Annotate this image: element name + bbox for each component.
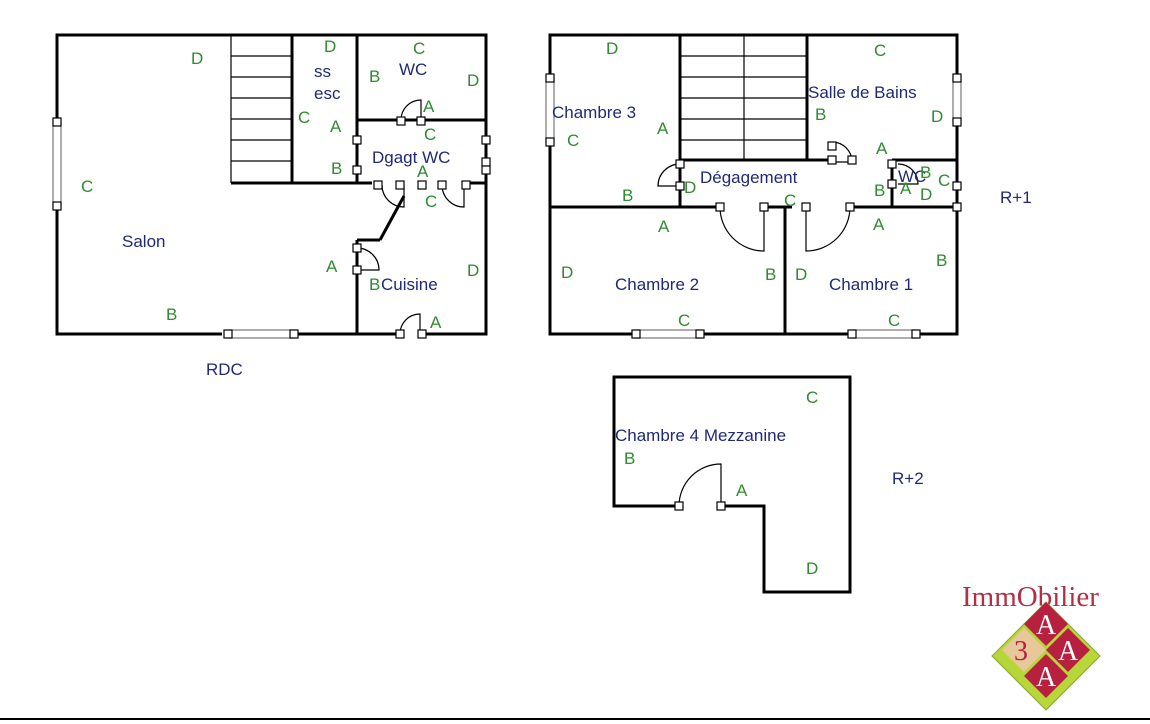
wall-letter: C	[874, 41, 886, 60]
wall-letter: D	[191, 49, 203, 68]
wall-letter: A	[873, 215, 885, 234]
wall-letter: D	[561, 263, 573, 282]
wall-letter: A	[900, 179, 912, 198]
wall-letter: A	[658, 217, 670, 236]
wall-letter: A	[657, 119, 669, 138]
door-degagt-right	[481, 135, 491, 175]
wall-letter: D	[920, 185, 932, 204]
wall-letter: C	[424, 125, 436, 144]
room-label-esc: esc	[314, 84, 341, 103]
door-chambre2	[715, 202, 769, 252]
door-salle-de-bains	[827, 141, 857, 165]
room-label-cuisine: Cuisine	[381, 275, 438, 294]
wall-letter: B	[815, 105, 826, 124]
wall-letter: C	[81, 177, 93, 196]
ground-floor-plan: Salon ss esc WC Dgagt WC Cuisine D C B D…	[52, 33, 491, 379]
wall-letter: B	[369, 275, 380, 294]
wall-letter: B	[624, 449, 635, 468]
room-label-chambre2: Chambre 2	[615, 275, 699, 294]
staircase-ground	[230, 35, 292, 183]
wall-letter: C	[567, 131, 579, 150]
room-label-wc-ground: WC	[399, 60, 427, 79]
first-floor-plan: Chambre 3 Salle de Bains Dégagement WC C…	[545, 33, 1032, 339]
room-label-salon: Salon	[122, 232, 165, 251]
door-cuisine-bottom	[395, 313, 427, 339]
wall-letter: D	[467, 261, 479, 280]
window-salon-bottom	[223, 329, 299, 339]
wall-letter: D	[684, 178, 696, 197]
logo-letter-a: A	[1058, 636, 1079, 667]
wall-letter: C	[938, 171, 950, 190]
wall-letter: D	[606, 39, 618, 58]
logo-letter-a: A	[1036, 662, 1057, 693]
wall-letter: C	[806, 388, 818, 407]
door-degagt-bottom	[373, 180, 471, 208]
wall-letter: B	[331, 159, 342, 178]
second-floor-plan: Chambre 4 Mezzanine C B A D R+2	[612, 375, 924, 594]
window-salon-left	[52, 117, 62, 211]
door-chambre4	[674, 463, 726, 511]
wall-letter: A	[330, 117, 342, 136]
wall-letter: B	[369, 67, 380, 86]
room-label-wc-first: WC	[898, 167, 926, 186]
wall-letter: A	[430, 313, 442, 332]
wall-letter: D	[324, 37, 336, 56]
wall-letter: B	[622, 186, 633, 205]
wall-letter: B	[166, 305, 177, 324]
window-chambre1	[847, 329, 921, 339]
wall-letter: D	[467, 71, 479, 90]
wall-letter: A	[417, 162, 429, 181]
wall-letter: B	[874, 181, 885, 200]
room-label-chambre3: Chambre 3	[552, 103, 636, 122]
logo-number-3: 3	[1014, 636, 1028, 667]
wall-letter: C	[888, 311, 900, 330]
wall-letter: B	[765, 265, 776, 284]
window-chambre3	[545, 73, 555, 147]
wall-letter: A	[876, 139, 888, 158]
wall-letter: D	[806, 559, 818, 578]
room-label-chambre1: Chambre 1	[829, 275, 913, 294]
immobilier-3a-logo: ImmObilier A A A 3	[962, 581, 1101, 711]
wall-letter: B	[936, 251, 947, 270]
room-label-degagement: Dégagement	[700, 168, 798, 187]
level-label-r2: R+2	[892, 469, 924, 488]
room-label-chambre4: Chambre 4 Mezzanine	[615, 426, 786, 445]
wall-letter: C	[784, 191, 796, 210]
wall-letter: C	[425, 192, 437, 211]
door-degagt-left	[352, 135, 362, 175]
door-cuisine	[352, 243, 380, 275]
door-chambre1	[801, 202, 855, 252]
door-chambre3	[657, 159, 685, 191]
wall-letter: C	[298, 108, 310, 127]
wall-letter: A	[423, 97, 435, 116]
staircase-first	[680, 35, 807, 160]
wall-letter: D	[931, 107, 943, 126]
door-wc-first	[887, 159, 919, 189]
door-wc-ground	[396, 99, 426, 126]
room-label-ss: ss	[314, 62, 331, 81]
wall-letter: B	[920, 163, 931, 182]
room-label-salle-de-bains: Salle de Bains	[808, 83, 917, 102]
wall-letter: C	[678, 311, 690, 330]
wall-letter: C	[413, 39, 425, 58]
logo-wordmark: ImmObilier	[962, 581, 1099, 613]
wall-letter: D	[795, 265, 807, 284]
window-chambre2	[631, 329, 705, 339]
window-wc-first	[952, 181, 962, 212]
level-label-rdc: RDC	[206, 360, 243, 379]
room-label-degagt-wc: Dgagt WC	[372, 148, 450, 167]
wall-letter: A	[326, 257, 338, 276]
logo-letter-a: A	[1036, 610, 1057, 641]
wall-letter: A	[736, 481, 748, 500]
window-salle-de-bains	[952, 73, 962, 127]
level-label-r1: R+1	[1000, 188, 1032, 207]
